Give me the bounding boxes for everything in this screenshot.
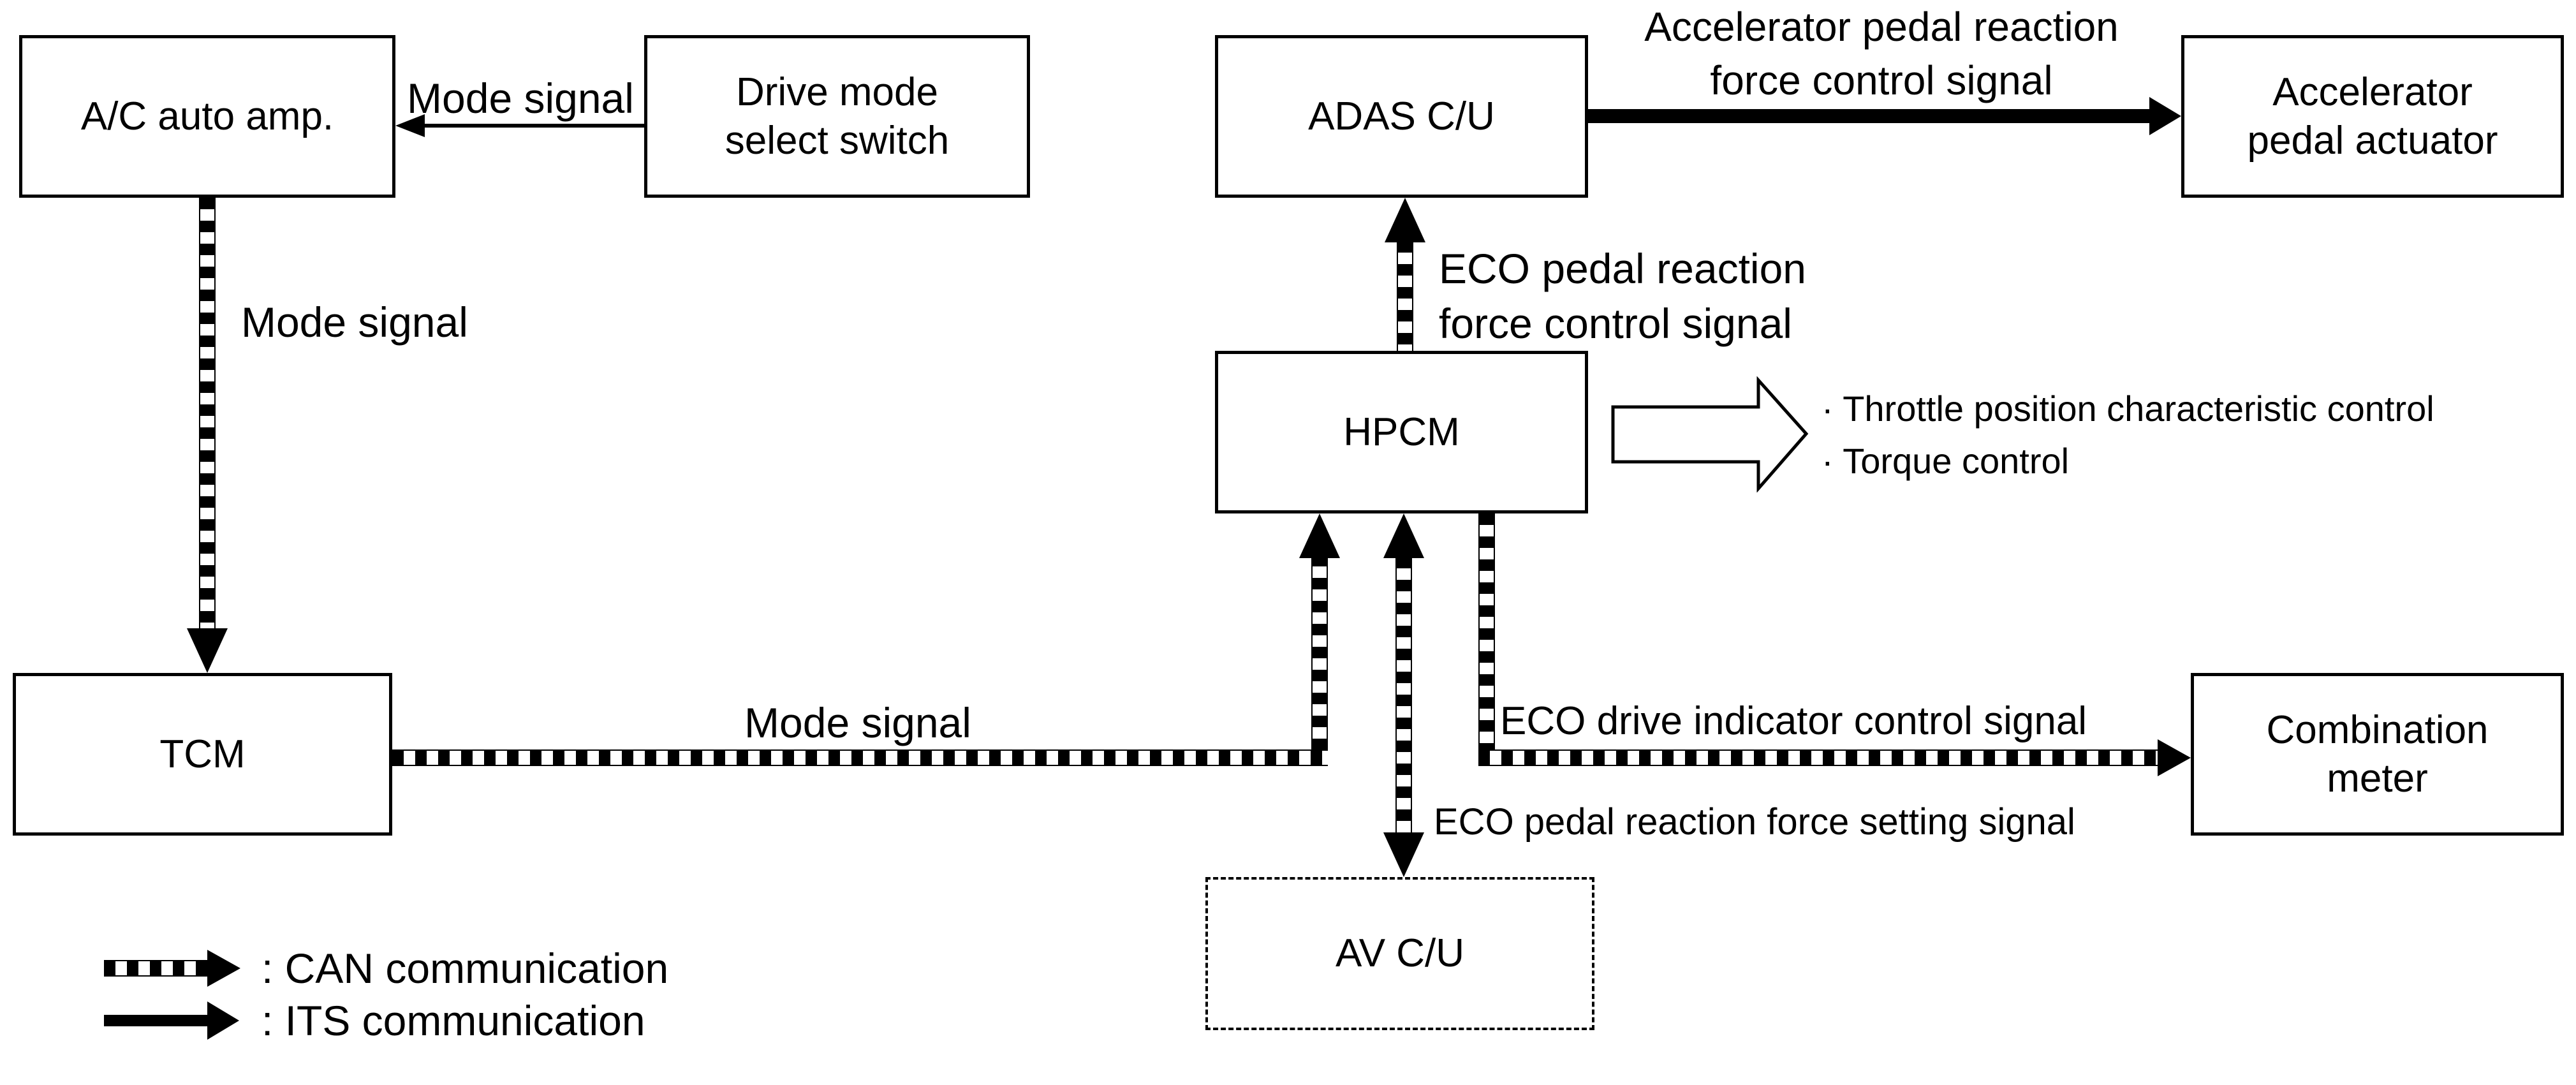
box-hpcm-label: HPCM <box>1343 410 1460 454</box>
label-accel-pedal-reaction-line2: force control signal <box>1710 57 2053 103</box>
can-arrowhead-down-icon <box>187 628 228 673</box>
hpcm-output-block-arrow-icon <box>1611 376 1809 492</box>
can-line-tcm-to-hpcm-vertical <box>1311 555 1328 749</box>
box-accelerator-pedal-actuator: Accelerator pedal actuator <box>2181 35 2564 198</box>
can-arrowhead-up-icon <box>1383 513 1424 558</box>
box-combination-meter: Combination meter <box>2191 673 2564 836</box>
box-adas-cu-label: ADAS C/U <box>1308 94 1495 138</box>
label-eco-pedal-reaction-line2: force control signal <box>1439 300 1792 347</box>
box-ac-auto-amp: A/C auto amp. <box>19 35 395 198</box>
box-tcm: TCM <box>13 673 392 836</box>
box-hpcm: HPCM <box>1215 351 1588 513</box>
legend-its-line-sample <box>104 1015 207 1026</box>
can-line-hpcm-av <box>1395 557 1412 834</box>
can-line-hpcm-to-meter-horizontal <box>1478 749 2158 766</box>
label-hpcm-function-line1: · Throttle position characteristic contr… <box>1822 388 2434 429</box>
box-comb-label-line1: Combination <box>2266 707 2489 752</box>
label-hpcm-function-line2: · Torque control <box>1822 441 2070 481</box>
box-av-cu: AV C/U <box>1205 877 1594 1030</box>
box-drive-mode-label-line2: select switch <box>725 118 950 163</box>
can-line-ac-to-tcm <box>199 198 216 628</box>
legend-can-arrowhead-icon <box>207 950 240 987</box>
legend-can-line-sample <box>104 960 207 977</box>
box-ac-auto-amp-label: A/C auto amp. <box>80 94 334 138</box>
box-comb-label-line2: meter <box>2327 756 2428 801</box>
legend-its-arrowhead-icon <box>207 1001 239 1040</box>
its-line-adas-to-actuator <box>1588 109 2149 123</box>
box-drive-mode-select-switch: Drive mode select switch <box>644 35 1030 198</box>
label-mode-signal-top: Mode signal <box>407 75 634 122</box>
box-tcm-label: TCM <box>159 732 246 776</box>
can-line-hpcm-to-meter-vertical <box>1478 513 1495 766</box>
can-arrowhead-up-icon <box>1299 513 1340 558</box>
can-arrowhead-up-icon <box>1385 198 1425 242</box>
box-av-cu-label: AV C/U <box>1335 931 1465 975</box>
can-arrowhead-right-icon <box>2158 739 2191 776</box>
label-accel-pedal-reaction: Accelerator pedal reaction force control… <box>1582 0 2181 107</box>
label-eco-pedal-setting: ECO pedal reaction force setting signal <box>1434 801 2075 843</box>
its-arrowhead-right-icon <box>2149 97 2181 135</box>
line-switch-to-ac <box>425 124 644 128</box>
label-eco-pedal-reaction-line1: ECO pedal reaction <box>1439 245 1806 292</box>
legend-can-label: : CAN communication <box>261 945 669 992</box>
can-line-hpcm-to-adas <box>1397 241 1413 351</box>
legend-its-label: : ITS communication <box>261 997 645 1044</box>
box-adas-cu: ADAS C/U <box>1215 35 1588 198</box>
box-drive-mode-label-line1: Drive mode <box>736 70 938 114</box>
label-mode-signal-mid: Mode signal <box>744 699 971 746</box>
box-accel-label-line2: pedal actuator <box>2247 118 2498 163</box>
label-hpcm-functions: · Throttle position characteristic contr… <box>1822 383 2434 487</box>
can-line-tcm-to-hpcm-horizontal <box>392 749 1328 766</box>
box-accel-label-line1: Accelerator <box>2272 70 2473 114</box>
label-eco-drive-indicator: ECO drive indicator control signal <box>1500 699 2087 743</box>
arrowhead-left-icon <box>395 114 425 137</box>
label-accel-pedal-reaction-line1: Accelerator pedal reaction <box>1644 4 2119 50</box>
label-mode-signal-left: Mode signal <box>241 299 468 346</box>
can-arrowhead-down-icon <box>1383 832 1424 877</box>
label-eco-pedal-reaction-force-control: ECO pedal reaction force control signal <box>1439 241 1806 351</box>
